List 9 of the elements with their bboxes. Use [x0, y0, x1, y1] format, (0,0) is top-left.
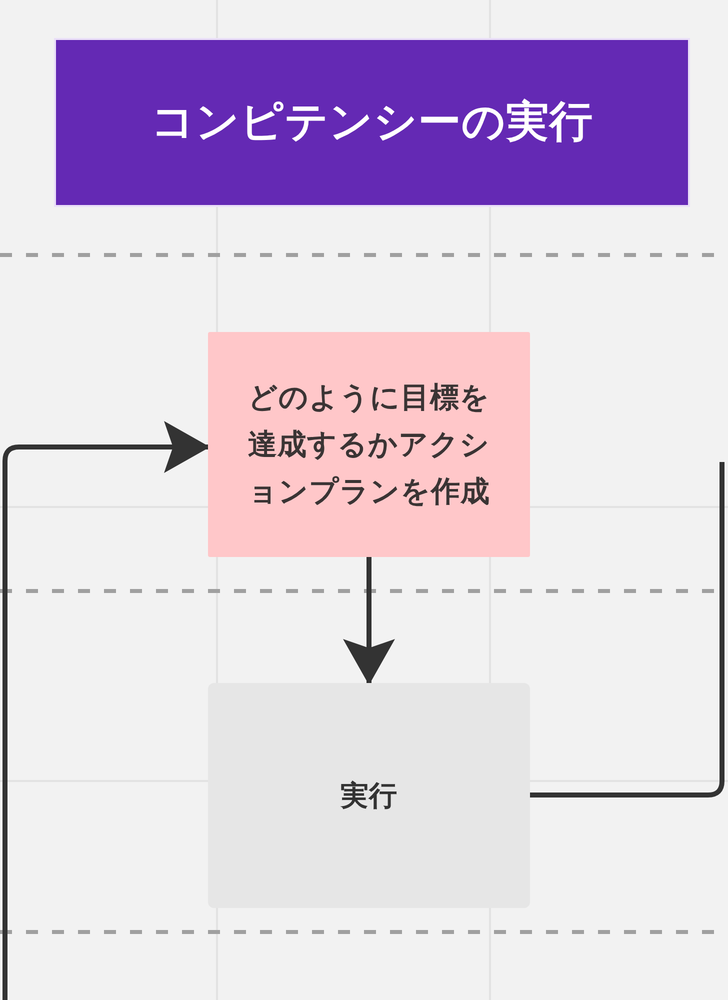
connector-line	[530, 462, 724, 798]
arrow	[343, 557, 395, 685]
arrow	[2, 421, 210, 1000]
process-box	[208, 332, 530, 557]
title-banner	[54, 38, 690, 207]
step-text: 実行	[340, 778, 398, 814]
banner-title: コンピテンシーの実行	[151, 96, 593, 149]
step-text: どのように目標を達成するかアクションプランを作成	[247, 379, 491, 510]
process-box	[208, 683, 530, 908]
